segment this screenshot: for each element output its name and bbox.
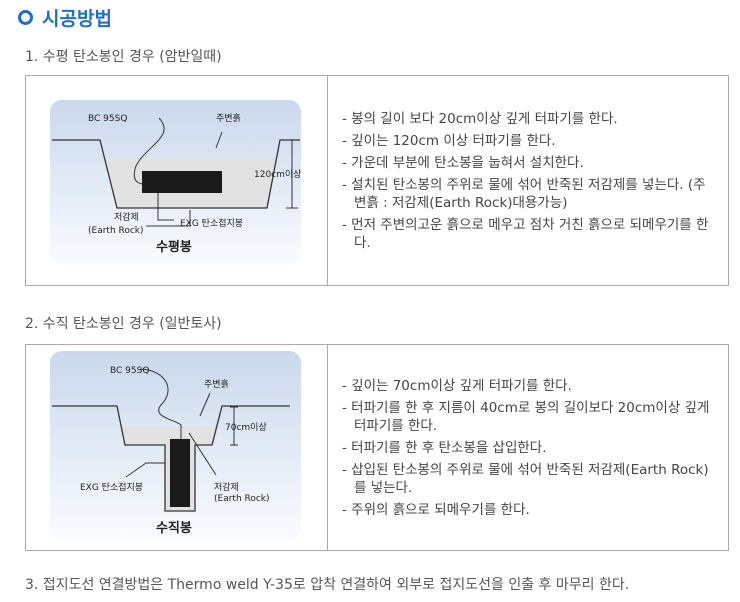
agent-en-label: (Earth Rock)	[88, 226, 144, 236]
diagram-caption: 수평봉	[156, 239, 192, 255]
diagram-caption: 수직봉	[156, 520, 192, 536]
vertical-rod-diagram: BC 95SQ 주변흙 70cm이상 EXG 탄소접지봉 저감제 (Earth …	[26, 345, 328, 550]
step: - 먼저 주변의고운 흙으로 메우고 점차 거친 흙으로 되메우기를 한다.	[342, 216, 709, 251]
soil-label: 주변흙	[216, 112, 241, 124]
depth-label: 70cm이상	[225, 422, 267, 433]
step: - 터파기를 한 후 탄소봉을 삽입한다.	[342, 439, 547, 456]
section3-heading: 3. 접지도선 연결방법은 Thermo weld Y-35로 압착 연결하여 …	[25, 577, 630, 593]
agent-label: 저감제	[114, 211, 139, 223]
rod-label: EXG 탄소접지봉	[180, 217, 243, 229]
cable-label: BC 95SQ	[88, 114, 127, 124]
horizontal-rod-diagram: BC 95SQ 주변흙 120cm이상 저감제 (Earth Rock) EXG…	[26, 76, 328, 285]
section1-box: BC 95SQ 주변흙 120cm이상 저감제 (Earth Rock) EXG…	[25, 75, 729, 286]
step: - 봉의 길이 보다 20cm이상 깊게 터파기를 한다.	[342, 110, 618, 127]
soil-label: 주변흙	[204, 378, 229, 390]
step: - 삽입된 탄소봉의 주위로 물에 섞어 반죽된 저감제(Earth Rock)…	[342, 461, 709, 496]
agent-en-label: (Earth Rock)	[214, 494, 270, 504]
step: - 깊이는 120cm 이상 터파기를 한다.	[342, 132, 556, 149]
section2-box: BC 95SQ 주변흙 70cm이상 EXG 탄소접지봉 저감제 (Earth …	[25, 344, 729, 551]
depth-label: 120cm이상	[254, 169, 301, 180]
section2-steps: - 깊이는 70cm이상 깊게 터파기를 한다. - 터파기를 한 후 지름이 …	[328, 345, 728, 550]
step: - 주위의 흙으로 되메우기를 한다.	[342, 501, 530, 518]
circle-bullet-icon	[18, 10, 33, 25]
step: - 터파기를 한 후 지름이 40cm로 봉의 길이보다 20cm이상 깊게 터…	[342, 399, 710, 434]
section1-steps: - 봉의 길이 보다 20cm이상 깊게 터파기를 한다. - 깊이는 120c…	[328, 76, 728, 285]
rod-label: EXG 탄소접지봉	[80, 481, 143, 493]
agent-label: 저감제	[214, 481, 239, 493]
step: - 설치된 탄소봉의 주위로 물에 섞어 반죽된 저감제를 넣는다. (주변흙 …	[342, 176, 706, 211]
page-title: 시공방법	[18, 4, 112, 31]
step: - 가운데 부분에 탄소봉을 눕혀서 설치한다.	[342, 154, 584, 171]
step: - 깊이는 70cm이상 깊게 터파기를 한다.	[342, 377, 572, 394]
title-text: 시공방법	[42, 8, 112, 30]
section1-heading: 1. 수평 탄소봉인 경우 (암반일때)	[25, 49, 222, 65]
section2-heading: 2. 수직 탄소봉인 경우 (일반토사)	[25, 316, 222, 332]
cable-label: BC 95SQ	[110, 366, 149, 376]
